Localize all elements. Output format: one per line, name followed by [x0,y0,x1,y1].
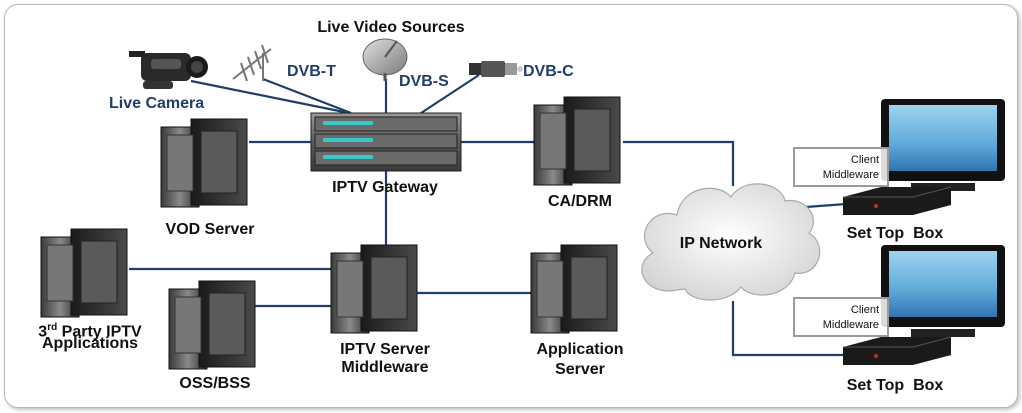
label-set-top-box-2: Set Top Box [846,377,944,394]
link-dvbt-gateway [262,77,352,115]
connection-lines [129,74,847,357]
label-dvb-s: DVB-S [399,73,449,90]
label-oss-bss: OSS/BSS [179,375,251,392]
server-icon-middleware [330,244,418,334]
diagram-title: Live Video Sources [317,19,465,36]
label-live-camera: Live Camera [109,95,205,112]
set-top-box-icon-2 [843,336,952,365]
cable-connector-icon [469,61,523,77]
label-middleware-line1: IPTV Server [340,341,430,358]
server-icon-oss [168,280,256,370]
server-icon-thirdparty [40,228,128,318]
link-camera-gateway [190,79,350,115]
client-middleware-box-2: Client Middleware [793,297,889,337]
label-app-server-line1: Application [536,341,624,358]
gateway-rack-icon [310,112,462,172]
client-middleware-2-line2: Middleware [822,319,879,331]
label-iptv-gateway: IPTV Gateway [332,179,438,196]
client-middleware-box-1: Client Middleware [793,147,889,187]
server-icon-appserver [530,244,618,334]
label-third-party-line2: Applications [41,335,138,352]
link-network-stb1 [805,202,847,209]
cloud-icon [641,183,821,301]
label-dvb-t: DVB-T [287,63,336,80]
server-icon-vod [160,118,248,208]
client-middleware-1-line1: Client [850,154,879,166]
label-middleware-line2: Middleware [341,359,429,376]
diagram-frame: Live Video Sources Live Camera DVB-T DVB… [4,4,1018,408]
link-dvbc-gateway [420,74,480,114]
tv-icon-1 [881,99,1005,191]
camera-icon [129,51,208,89]
label-set-top-box-1: Set Top Box [846,225,944,242]
server-icon-cadrm [533,96,621,186]
label-third-party: 3rd Party IPTV [38,322,142,341]
label-ca-drm: CA/DRM [548,193,612,210]
tv-icon-2 [881,245,1005,337]
antenna-icon [232,44,272,82]
label-app-server-line2: Server [555,361,605,378]
label-ip-network: IP Network [679,235,763,252]
label-vod-server: VOD Server [165,221,255,238]
client-middleware-1-line2: Middleware [822,169,879,181]
label-dvb-c: DVB-C [523,63,574,80]
satellite-dish-icon [362,38,408,81]
link-network-stb2 [731,301,846,357]
client-middleware-2-line1: Client [850,304,879,316]
diagram-canvas [40,38,1005,370]
link-cadrm-network [623,140,735,186]
set-top-box-icon-1 [843,186,952,215]
